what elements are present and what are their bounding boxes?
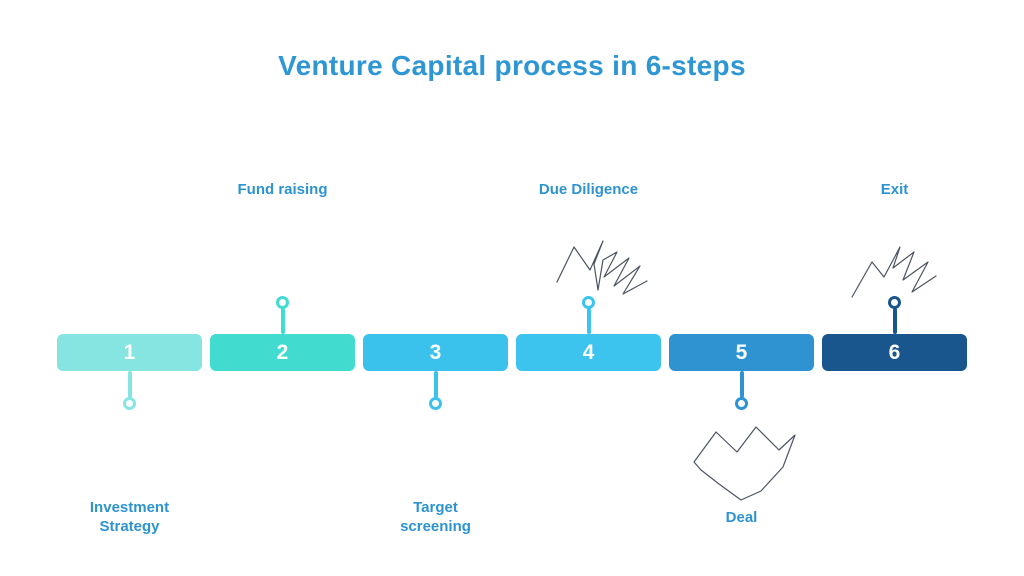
- step-6-connector-line: [892, 308, 897, 334]
- exit-doodle: [851, 246, 937, 298]
- step-4-connector-dot-icon: [582, 296, 595, 309]
- step-1-bar: 1: [57, 334, 202, 371]
- step-5-label: Deal: [725, 508, 758, 526]
- step-3-number: 3: [429, 340, 442, 364]
- due-diligence-doodle: [556, 240, 648, 295]
- step-4-connector-line: [586, 308, 591, 334]
- step-5-connector-line: [739, 371, 744, 398]
- step-2-connector-line: [280, 308, 285, 334]
- step-5-number: 5: [735, 340, 748, 364]
- step-1-label: Investment Strategy: [89, 499, 170, 535]
- step-6-connector-dot-icon: [888, 296, 901, 309]
- step-2-connector-dot-icon: [276, 296, 289, 309]
- step-2-number: 2: [276, 340, 289, 364]
- step-2-label: Fund raising: [237, 180, 328, 198]
- step-5-bar: 5: [669, 334, 814, 371]
- step-5-connector-dot-icon: [735, 397, 748, 410]
- step-1-connector-line: [127, 371, 132, 398]
- step-3-label: Target screening: [400, 499, 471, 535]
- step-4-number: 4: [582, 340, 595, 364]
- deal-doodle: [693, 426, 796, 501]
- step-6-number: 6: [888, 340, 901, 364]
- page-title: Venture Capital process in 6-steps: [278, 50, 746, 81]
- step-3-connector-dot-icon: [429, 397, 442, 410]
- step-1-connector-dot-icon: [123, 397, 136, 410]
- step-6-label: Exit: [880, 180, 909, 198]
- step-4-bar: 4: [516, 334, 661, 371]
- step-6-bar: 6: [822, 334, 967, 371]
- step-1-number: 1: [123, 340, 136, 364]
- step-3-connector-line: [433, 371, 438, 398]
- step-3-bar: 3: [363, 334, 508, 371]
- step-2-bar: 2: [210, 334, 355, 371]
- step-4-label: Due Diligence: [538, 180, 639, 198]
